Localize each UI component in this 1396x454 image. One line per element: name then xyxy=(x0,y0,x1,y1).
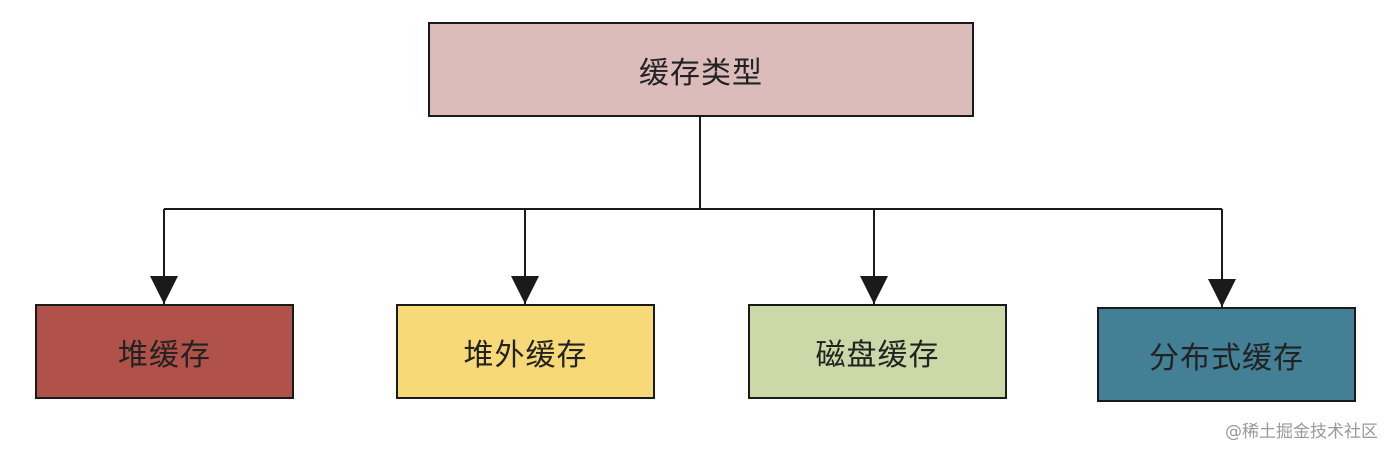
child-node-disk-cache: 磁盘缓存 xyxy=(748,304,1007,399)
child-node-label: 堆缓存 xyxy=(118,337,211,373)
child-node-label: 分布式缓存 xyxy=(1149,340,1304,376)
arrowhead-distributed-cache xyxy=(1208,279,1236,307)
child-node-label: 堆外缓存 xyxy=(463,337,588,373)
arrowhead-heap-cache xyxy=(150,276,178,304)
child-node-offheap-cache: 堆外缓存 xyxy=(396,304,655,399)
arrowhead-disk-cache xyxy=(860,276,888,304)
root-node-cache-types: 缓存类型 xyxy=(428,22,974,117)
watermark-text: @稀土掘金技术社区 xyxy=(1225,422,1378,442)
child-node-distributed-cache: 分布式缓存 xyxy=(1097,307,1356,402)
child-node-heap-cache: 堆缓存 xyxy=(35,304,294,399)
root-node-label: 缓存类型 xyxy=(639,55,763,91)
child-node-label: 磁盘缓存 xyxy=(815,337,940,373)
arrowhead-offheap-cache xyxy=(511,276,539,304)
